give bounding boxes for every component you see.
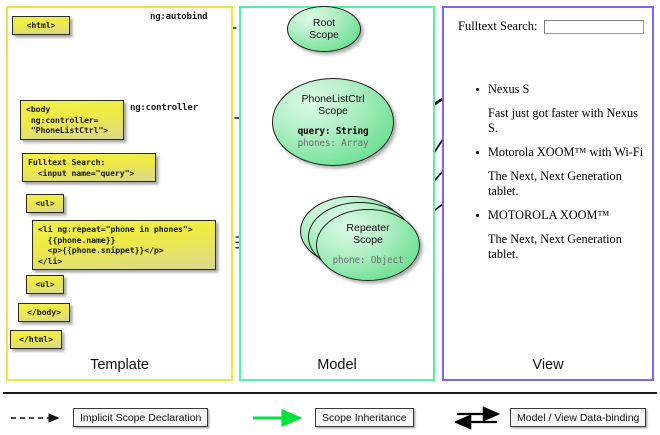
view-phone-name-3: MOTOROLA XOOM™: [474, 208, 650, 223]
legend-item-implicit-scope-declaration: Implicit Scope Declaration: [8, 400, 209, 435]
view-phone-snippet-1: Fast just got faster with Nexus S.: [488, 106, 638, 135]
view-phone-item-2: Motorola XOOM™ with Wi-Fi The Next, Next…: [474, 145, 650, 199]
legend-arrow-double-icon: [453, 405, 503, 430]
view-phone-name-text-1: Nexus S: [488, 82, 530, 96]
legend-divider: [3, 392, 657, 394]
scope-root: Root Scope: [287, 6, 361, 52]
template-box-html-close: </html>: [10, 330, 62, 349]
view-search-row: Fulltext Search:: [458, 19, 644, 34]
scope-root-title: Root Scope: [309, 17, 339, 41]
view-phone-name-1: Nexus S: [474, 82, 650, 97]
template-column-label: Template: [90, 357, 149, 373]
scope-phonelistctrl-prop-query: query: String: [297, 126, 369, 137]
legend-item-model-view-data-binding: Model / View Data-binding: [453, 400, 647, 435]
view-phone-name-2: Motorola XOOM™ with Wi-Fi: [474, 145, 650, 160]
view-phone-name-text-2: Motorola XOOM™ with Wi-Fi: [488, 145, 644, 159]
connector-label-ng-controller: ng:controller: [130, 103, 198, 113]
legend-arrow-dashed-icon: [8, 406, 66, 430]
legend: Implicit Scope Declaration Scope Inherit…: [0, 400, 660, 435]
template-box-ul-close: <ul>: [26, 275, 64, 294]
scope-repeater-front: Repeater Scope phone: Object: [316, 209, 420, 281]
legend-label-implicit-scope-declaration: Implicit Scope Declaration: [73, 408, 209, 427]
template-box-li-repeat: <li ng:repeat="phone in phones"> {{phone…: [32, 220, 216, 270]
bullet-icon: [476, 214, 480, 218]
connector-label-ng-autobind: ng:autobind: [150, 12, 208, 22]
template-box-fulltext-search: Fulltext Search: <input name="query">: [22, 153, 156, 182]
template-box-body-close: </body>: [18, 303, 70, 322]
view-phone-item-3: MOTOROLA XOOM™ The Next, Next Generation…: [474, 208, 650, 262]
bullet-icon: [476, 88, 480, 92]
view-phone-item-1: Nexus S Fast just got faster with Nexus …: [474, 82, 650, 136]
view-column-label: View: [532, 357, 564, 373]
scope-repeater-title: Repeater Scope: [346, 222, 390, 246]
model-column-label: Model: [317, 357, 357, 373]
bullet-icon: [476, 151, 480, 155]
view-search-label: Fulltext Search:: [458, 19, 538, 33]
view-phone-snippet-2: The Next, Next Generation tablet.: [488, 169, 622, 198]
legend-label-scope-inheritance: Scope Inheritance: [315, 408, 414, 427]
scope-phonelistctrl-prop-phones: phones: Array: [297, 137, 369, 149]
view-phone-snippet-3: The Next, Next Generation tablet.: [488, 232, 622, 261]
scope-phonelistctrl: PhoneListCtrl Scope query: String phones…: [272, 78, 394, 166]
view-content: Fulltext Search: Nexus S Fast just got f…: [444, 8, 652, 379]
template-box-html-open: <html>: [12, 16, 70, 35]
scope-phonelistctrl-title: PhoneListCtrl Scope: [301, 93, 365, 117]
template-box-ul-open: <ul>: [26, 194, 64, 213]
template-box-body-open: <body ng:controller= "PhoneListCtrl">: [20, 100, 124, 140]
view-phone-name-text-3: MOTOROLA XOOM™: [488, 208, 610, 222]
legend-label-model-view-data-binding: Model / View Data-binding: [510, 408, 647, 427]
view-search-input[interactable]: [543, 19, 644, 34]
legend-item-scope-inheritance: Scope Inheritance: [250, 400, 414, 435]
view-phone-list: Nexus S Fast just got faster with Nexus …: [474, 82, 650, 271]
legend-arrow-green-icon: [250, 406, 308, 430]
view-column: Fulltext Search: Nexus S Fast just got f…: [442, 6, 654, 381]
scope-repeater-prop-phone: phone: Object: [332, 255, 404, 266]
model-column: Model: [239, 6, 435, 381]
